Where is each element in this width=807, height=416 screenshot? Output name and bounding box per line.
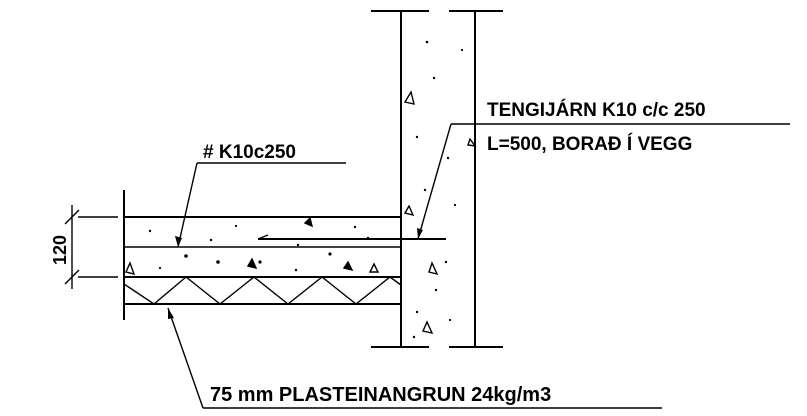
tie-bar-leader <box>417 123 790 240</box>
insulation-leader <box>167 307 662 409</box>
tie-bar <box>257 234 446 240</box>
concrete-aggregate <box>148 40 464 339</box>
slab-rebar-label: # K10c250 <box>203 142 296 163</box>
insulation-layer <box>123 276 402 305</box>
tie-bar-label-line1: TENGIJÁRN K10 c/c 250 <box>487 99 706 121</box>
slab-thickness-label: 120 <box>50 235 70 265</box>
concrete-wall <box>371 10 503 348</box>
concrete-slab <box>123 190 401 320</box>
tie-bar-label-line2: L=500, BORAÐ Í VEGG <box>487 133 692 155</box>
aggregate-triangles <box>125 90 477 334</box>
insulation-label: 75 mm PLASTEINANGRUN 24kg/m3 <box>210 384 551 406</box>
slab-thickness-dimension <box>64 205 118 289</box>
slab-rebar-leader <box>175 162 346 248</box>
